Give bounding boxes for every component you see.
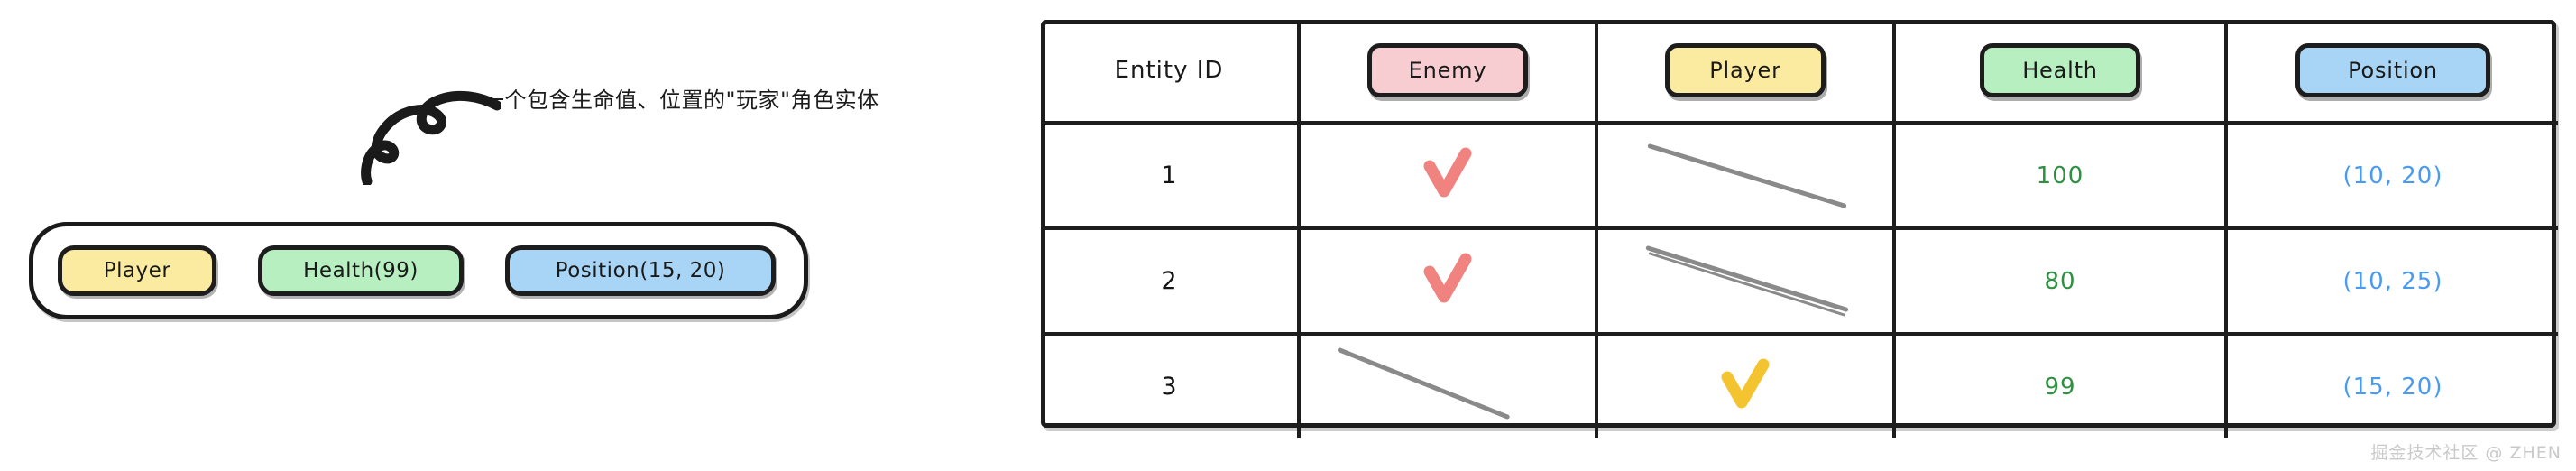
health-value: 100 xyxy=(2036,162,2084,189)
header-chip-position[interactable]: Position xyxy=(2295,43,2490,97)
check-icon xyxy=(1598,334,1892,436)
cell-health-value: 80 xyxy=(1894,228,2228,336)
header-cell-entity-id: Entity ID xyxy=(1041,20,1301,125)
position-value: (15, 20) xyxy=(2342,373,2443,401)
cell-position-value: (10, 25) xyxy=(2226,228,2558,336)
cell-enemy-flag[interactable] xyxy=(1299,228,1598,336)
entity-id-value: 3 xyxy=(1161,373,1177,401)
table-row: 1 100 xyxy=(1041,123,2558,230)
curly-arrow-icon xyxy=(361,90,501,185)
sketch-table: Entity ID Enemy Player Health Position xyxy=(1041,20,2558,438)
entity-id-value: 2 xyxy=(1161,267,1177,295)
header-label-entity-id: Entity ID xyxy=(1114,57,1224,84)
table-row: 2 xyxy=(1041,228,2558,336)
header-chip-enemy[interactable]: Enemy xyxy=(1367,43,1528,97)
watermark: 掘金技术社区 @ ZHEN xyxy=(2370,443,2562,463)
table-row: 3 99 xyxy=(1041,334,2558,438)
chip-health[interactable]: Health(99) xyxy=(258,245,464,296)
header-cell-enemy: Enemy xyxy=(1299,20,1598,125)
health-value: 99 xyxy=(2044,373,2076,401)
position-value: (10, 25) xyxy=(2342,267,2443,295)
entity-id-value: 1 xyxy=(1161,162,1177,189)
position-value: (10, 20) xyxy=(2342,162,2443,189)
cell-entity-id: 1 xyxy=(1041,123,1301,230)
cell-health-value: 99 xyxy=(1894,334,2228,438)
header-chip-player[interactable]: Player xyxy=(1665,43,1826,97)
entity-component-table: Entity ID Enemy Player Health Position xyxy=(1041,20,2558,438)
annotation-label: 一个包含生命值、位置的"玩家"角色实体 xyxy=(483,88,879,113)
cell-player-flag[interactable] xyxy=(1596,334,1896,438)
chip-position[interactable]: Position(15, 20) xyxy=(505,245,776,296)
cell-position-value: (10, 20) xyxy=(2226,123,2558,230)
slash-icon xyxy=(1598,228,1892,330)
entity-illustration-panel: 一个包含生命值、位置的"玩家"角色实体 Player Health(99) Po… xyxy=(0,0,992,471)
cell-entity-id: 3 xyxy=(1041,334,1301,438)
header-chip-health[interactable]: Health xyxy=(1980,43,2140,97)
cell-entity-id: 2 xyxy=(1041,228,1301,336)
entity-card: Player Health(99) Position(15, 20) xyxy=(29,222,808,319)
cell-enemy-flag[interactable] xyxy=(1299,334,1598,438)
entity-card-chip-row: Player Health(99) Position(15, 20) xyxy=(29,222,808,319)
slash-icon xyxy=(1301,334,1595,436)
cell-position-value: (15, 20) xyxy=(2226,334,2558,438)
check-icon xyxy=(1301,123,1595,225)
header-cell-health: Health xyxy=(1894,20,2228,125)
slash-icon xyxy=(1598,123,1892,225)
chip-player[interactable]: Player xyxy=(58,245,216,296)
header-cell-player: Player xyxy=(1596,20,1896,125)
cell-player-flag[interactable] xyxy=(1596,123,1896,230)
check-icon xyxy=(1301,228,1595,330)
header-cell-position: Position xyxy=(2226,20,2558,125)
cell-health-value: 100 xyxy=(1894,123,2228,230)
cell-player-flag[interactable] xyxy=(1596,228,1896,336)
table-header-row: Entity ID Enemy Player Health Position xyxy=(1041,20,2558,125)
cell-enemy-flag[interactable] xyxy=(1299,123,1598,230)
health-value: 80 xyxy=(2044,267,2076,295)
